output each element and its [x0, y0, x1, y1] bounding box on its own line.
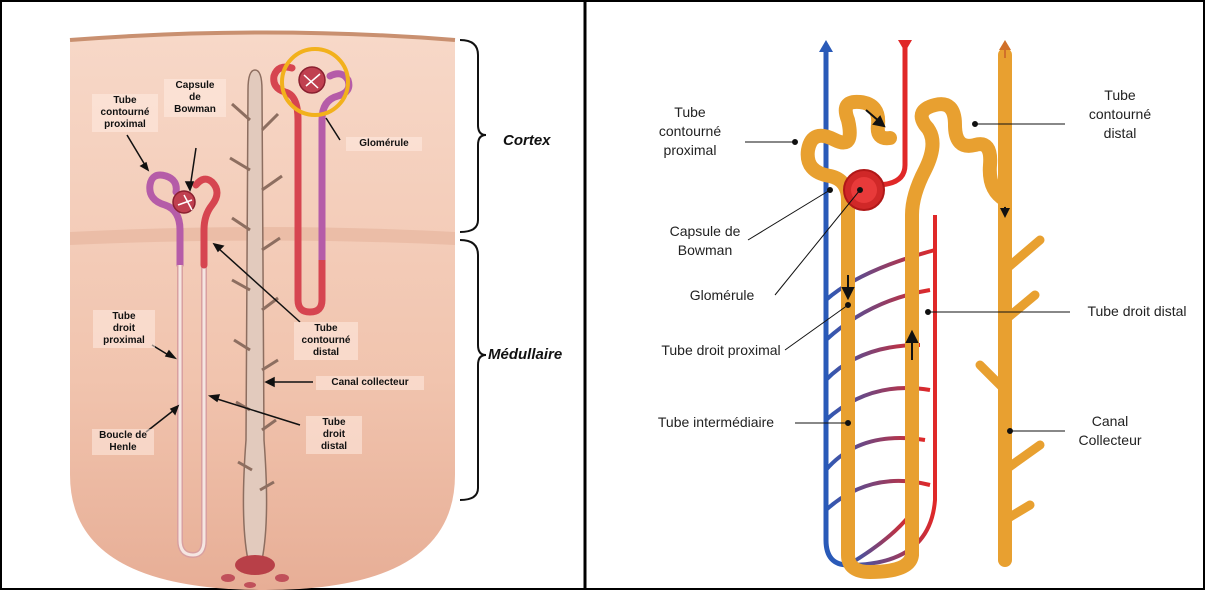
label-left-capsule-bowman: Capsule de Bowman — [164, 79, 226, 117]
label-left-tube-contourne-distal: Tube contourné distal — [294, 322, 358, 360]
label-region-medullaire: Médullaire — [488, 346, 562, 363]
label-right-tube-contourne-distal: Tube contourné distal — [1070, 86, 1170, 143]
label-left-glomerule: Glomérule — [346, 137, 422, 151]
vein-arrow — [819, 40, 833, 52]
label-right-tube-droit-proximal: Tube droit proximal — [646, 341, 796, 360]
renal-papilla — [235, 555, 275, 575]
label-left-tube-droit-proximal: Tube droit proximal — [93, 310, 155, 348]
label-left-tube-droit-distal: Tube droit distal — [306, 416, 362, 454]
label-left-canal-collecteur: Canal collecteur — [316, 376, 424, 390]
label-right-tube-contourne-proximal: Tube contourné proximal — [640, 103, 740, 160]
label-left-tube-contourne-proximal: Tube contourné proximal — [92, 94, 158, 132]
medullaire-bracket — [460, 240, 486, 500]
label-region-cortex: Cortex — [503, 132, 551, 149]
artery-arrow — [898, 40, 912, 52]
label-right-tube-droit-distal: Tube droit distal — [1072, 302, 1202, 321]
cortex-bracket — [460, 40, 486, 232]
label-right-glomerule: Glomérule — [667, 286, 777, 305]
label-right-capsule-bowman: Capsule de Bowman — [660, 222, 750, 260]
label-right-canal-collecteur: Canal Collecteur — [1065, 412, 1155, 450]
label-right-tube-intermediaire: Tube intermédiaire — [641, 413, 791, 432]
label-left-boucle-henle: Boucle de Henle — [92, 429, 154, 455]
right-nephron-diagram — [745, 40, 1070, 572]
collecting-duct-right — [980, 40, 1040, 560]
